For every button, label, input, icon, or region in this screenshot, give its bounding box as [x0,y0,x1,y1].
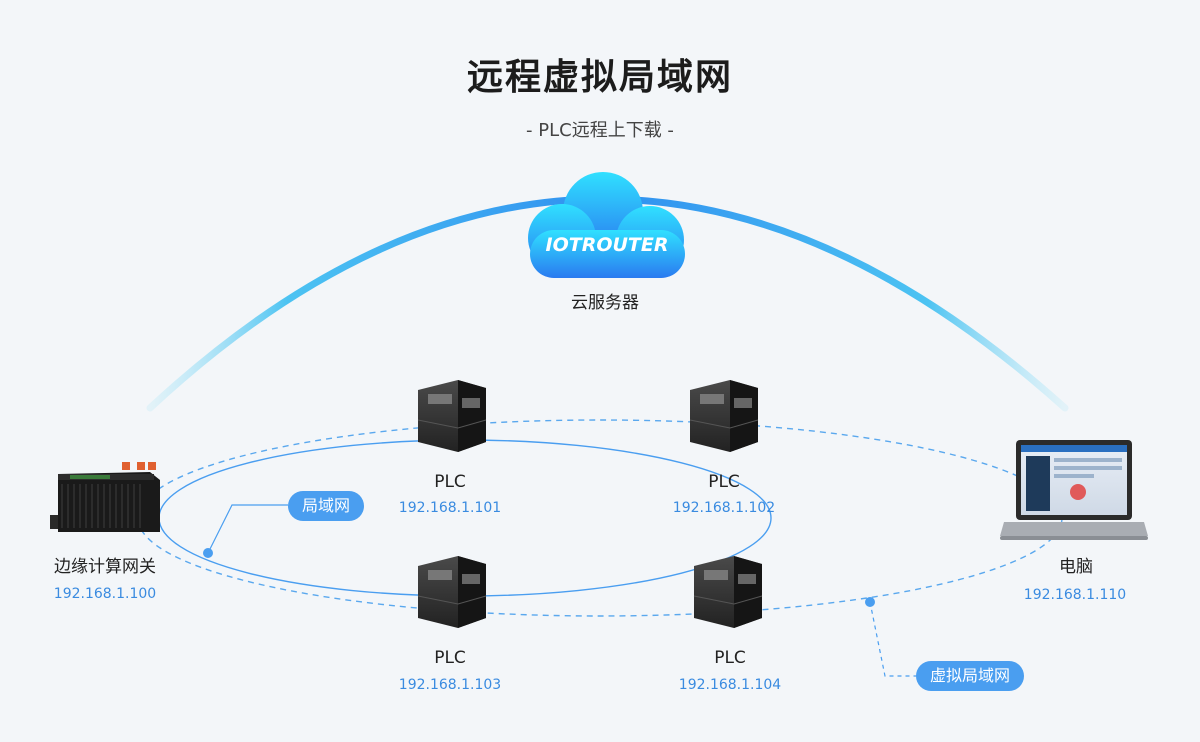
vlan-dot [865,597,875,607]
plc-ip-1: 192.168.1.101 [398,500,502,516]
cloud-icon: IOTROUTER [528,172,685,278]
plc-label-1: PLC [434,472,466,492]
plc-icon-3 [417,556,487,628]
computer-ip: 192.168.1.110 [1023,587,1127,603]
vlan-tag-connector [869,601,916,677]
vlan-ellipse [137,419,1063,617]
plc-icon-4 [693,556,763,628]
plc-label-3: PLC [434,648,466,668]
vlan-tag: 虚拟局域网 [916,661,1025,691]
page-subtitle: - PLC远程上下载 - [526,120,674,141]
cloud-label: 云服务器 [571,293,639,313]
cloud-logo-text: IOTROUTER [546,234,669,256]
plc-ip-2: 192.168.1.102 [672,500,776,516]
lan-dot [203,548,213,558]
laptop-icon [1000,440,1148,540]
gateway-ip: 192.168.1.100 [53,586,157,602]
plc-label-4: PLC [714,648,746,668]
lan-tag-connector [207,504,288,554]
plc-ip-3: 192.168.1.103 [398,677,502,693]
plc-icon-1 [417,380,487,452]
gateway-label: 边缘计算网关 [54,557,156,577]
plc-icon-2 [689,380,759,452]
plc-label-2: PLC [708,472,740,492]
plc-ip-4: 192.168.1.104 [678,677,782,693]
gateway-icon [50,462,160,532]
computer-label: 电脑 [1059,557,1093,577]
lan-tag: 局域网 [288,491,365,521]
page-title: 远程虚拟局域网 [466,57,733,98]
